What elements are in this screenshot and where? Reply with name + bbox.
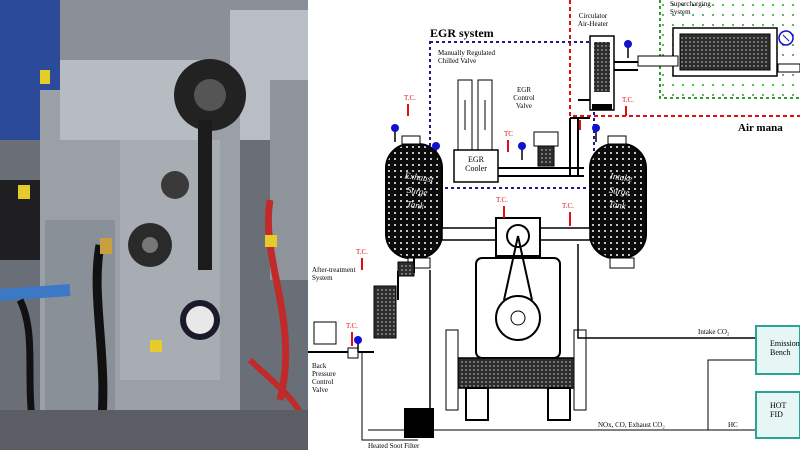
tc-label: TC [504,130,513,138]
svg-text:Heated Soot Filter: Heated Soot Filter [368,442,420,450]
exhaust-gas-line-label: NOx, CO, Exhaust CO₂ [598,421,665,429]
after-treatment-system [373,285,397,339]
pressure-sensor-icon [592,124,600,142]
pressure-sensor-icon [354,336,362,352]
air-manifold-boundary [569,0,800,117]
back-pressure-valve [313,321,337,345]
tc-label: T.C. [404,94,416,102]
tc-label: T.C. [562,202,574,210]
svg-text:ExhaustSurgeTank: ExhaustSurgeTank [399,170,434,212]
emission-bench [755,325,800,375]
pressure-sensor-icon [518,142,526,160]
pressure-sensor-icon [432,142,440,160]
pressure-sensor-icon [624,40,632,58]
intake-co2-label: Intake CO₂ [698,328,730,336]
tc-label: T.C. [346,322,358,330]
heated-soot-filter [404,408,434,438]
egr-cooler [453,149,499,183]
engine-base [457,357,579,389]
air-manifold-label: Air mana [738,122,783,134]
tc-label: T.C. [496,196,508,204]
hc-line-label: HC [728,421,738,429]
tc-label: T.C. [622,96,634,104]
hot-fid [755,391,800,439]
svg-text:IntakeSurgeTank: IntakeSurgeTank [604,171,633,212]
pressure-sensor-icon [391,124,399,142]
engine-photo [0,0,308,450]
tc-label: T.C. [356,248,368,256]
egr-system-title: EGR system [430,26,494,40]
egr-control-valve [533,131,559,147]
egr-system-boundary [429,41,595,189]
